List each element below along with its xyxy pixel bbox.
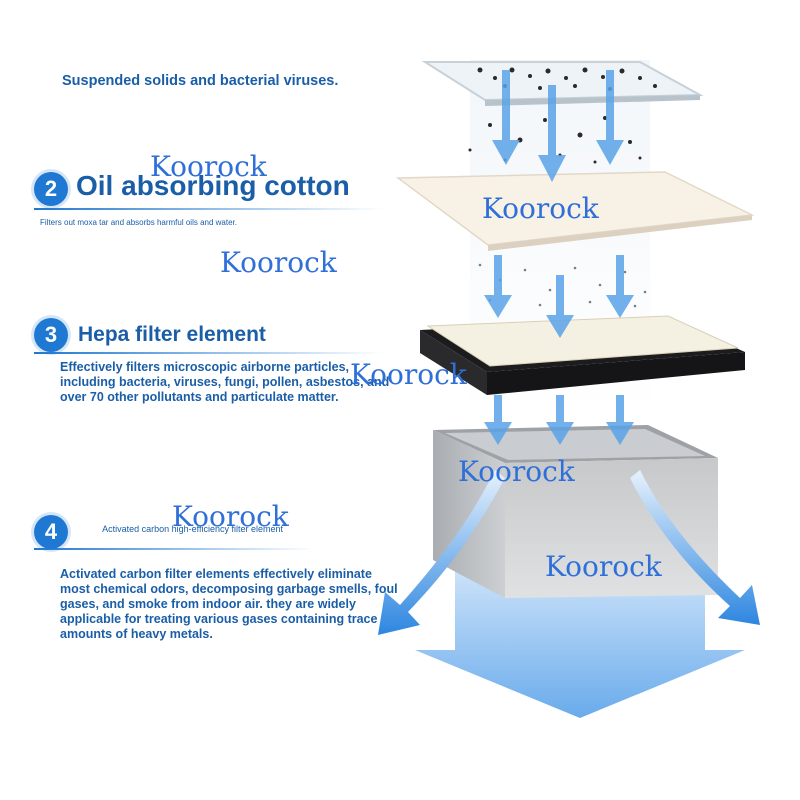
pre-filter-panel [421, 61, 704, 106]
top-caption: Suspended solids and bacterial viruses. [62, 73, 339, 89]
step-3-title: Hepa filter element [78, 323, 266, 346]
step-4-title: Activated carbon high-efficiency filter … [102, 524, 283, 534]
step-2-title: Oil absorbing cotton [76, 170, 350, 201]
watermark: Koorock [172, 500, 289, 533]
step-2-number: 2 [34, 172, 68, 206]
step-2-underline [34, 208, 384, 210]
airflow-arrows [484, 70, 634, 445]
left-curved-arrow [378, 470, 505, 635]
step-3-description: Effectively filters microscopic airborne… [60, 360, 390, 404]
step-4-description: Activated carbon filter elements effecti… [60, 567, 398, 641]
right-curved-arrow [630, 470, 760, 625]
step-4-number: 4 [34, 515, 68, 549]
step-3-number: 3 [34, 318, 68, 352]
watermark: Koorock [482, 192, 599, 225]
watermark: Koorock [350, 358, 467, 391]
hepa-filter [420, 315, 745, 395]
oil-absorbing-cotton-sheet [395, 171, 755, 251]
step-3-underline [34, 352, 384, 354]
step-2-subtitle: Filters out moxa tar and absorbs harmful… [40, 218, 237, 227]
watermark: Koorock [220, 246, 337, 279]
watermark: Koorock [545, 550, 662, 583]
watermark: Koorock [458, 455, 575, 488]
watermark: Koorock [150, 150, 267, 183]
step-4-underline [34, 548, 314, 550]
